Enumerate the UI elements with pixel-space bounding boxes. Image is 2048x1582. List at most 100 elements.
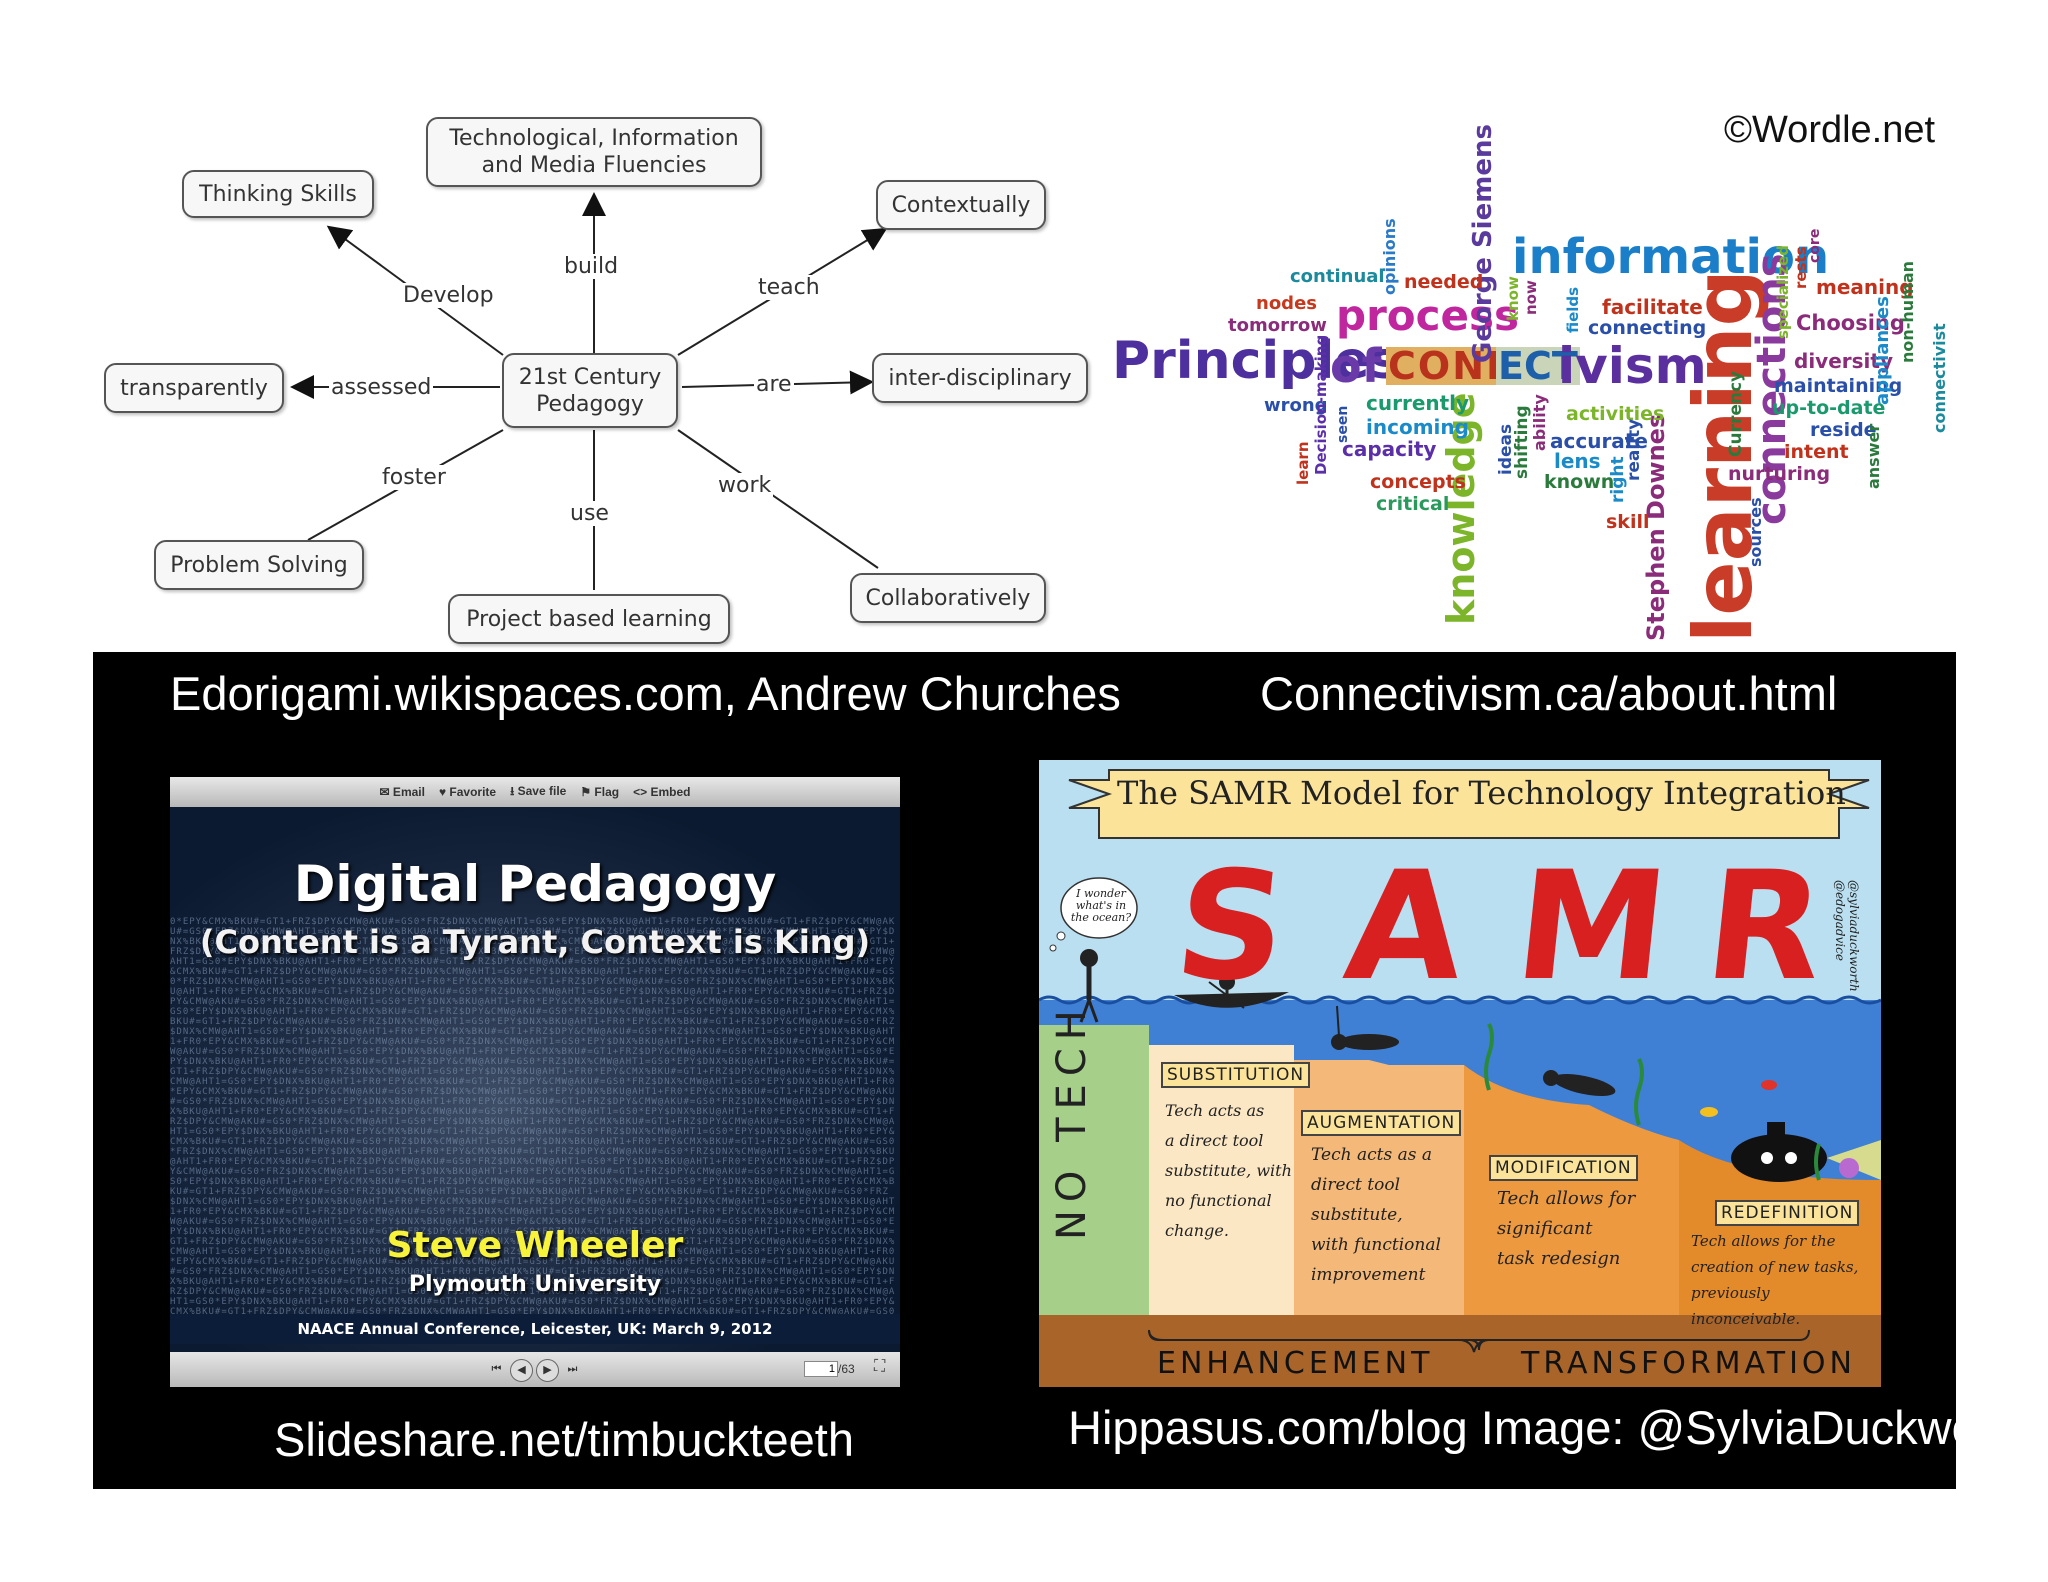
word-seen: seen bbox=[1335, 405, 1351, 443]
word-shifting: shifting bbox=[1512, 405, 1532, 479]
word-information: information bbox=[1512, 229, 1830, 285]
edge-label-develop: Develop bbox=[401, 283, 496, 308]
word-answer: answer bbox=[1864, 423, 1883, 489]
caption-bottom-right: Hippasus.com/blog Image: @SylviaDuckwort… bbox=[1068, 1401, 2033, 1454]
word-capacity: capacity bbox=[1342, 437, 1437, 461]
next-slide-icon[interactable]: ▶ bbox=[536, 1359, 559, 1382]
node-project-based-learning: Project based learning bbox=[448, 594, 730, 644]
no-tech-label: NO TECH bbox=[1049, 1002, 1095, 1240]
caption-bottom-left: Slideshare.net/timbuckteeth bbox=[274, 1413, 854, 1466]
samr-letter-m: M bbox=[1507, 840, 1676, 1014]
thought-bubble bbox=[1060, 877, 1138, 939]
edge-label-use: use bbox=[568, 501, 611, 526]
word-george-siemens: George Siemens bbox=[1468, 124, 1498, 363]
edge-label-work: work bbox=[716, 473, 774, 498]
word-ivism: ivism bbox=[1558, 337, 1707, 395]
word-currently: currently bbox=[1366, 391, 1470, 415]
ground-strip bbox=[1039, 1315, 1881, 1387]
word-opinions: opinions bbox=[1380, 218, 1399, 295]
augmentation-label: AUGMENTATION bbox=[1301, 1110, 1462, 1136]
fish-icon-2 bbox=[1700, 1107, 1718, 1117]
word-nurturing: nurturing bbox=[1728, 463, 1831, 485]
word-fields: fields bbox=[1564, 286, 1582, 333]
word-choosing: Choosing bbox=[1796, 311, 1905, 335]
word-specialized: specialized bbox=[1774, 245, 1792, 339]
toolbar-flag[interactable]: ⚑ Flag bbox=[580, 785, 620, 799]
prev-slide-icon[interactable]: ◀ bbox=[510, 1359, 533, 1382]
word-wrong: wrong bbox=[1264, 395, 1328, 416]
modification-label: MODIFICATION bbox=[1489, 1155, 1638, 1181]
person-on-shore bbox=[1080, 949, 1098, 967]
banner-ribbon bbox=[1068, 769, 1870, 839]
word-decision-making: Decision-making bbox=[1312, 334, 1330, 475]
caption-top-left: Edorigami.wikispaces.com, Andrew Churche… bbox=[170, 667, 1121, 720]
samr-scene bbox=[1039, 769, 1881, 1387]
no-tech-land bbox=[1039, 1025, 1149, 1325]
word-diversity: diversity bbox=[1794, 349, 1893, 373]
samr-letter-s: S bbox=[1167, 840, 1295, 1014]
word-learn: learn bbox=[1294, 441, 1312, 485]
word-continual: continual bbox=[1290, 266, 1385, 287]
word-of: of bbox=[1330, 339, 1382, 393]
word-ability: ability bbox=[1530, 394, 1549, 451]
snorkeler bbox=[1339, 1034, 1399, 1050]
slideshare-player: ✉ Email ♥ Favorite ⭳ Save file ⚑ Flag <>… bbox=[170, 777, 900, 1387]
word-process: process bbox=[1336, 291, 1520, 340]
word-know: know bbox=[1504, 276, 1522, 321]
word-known: known bbox=[1544, 471, 1615, 493]
toolbar-favorite[interactable]: ♥ Favorite bbox=[438, 785, 497, 799]
last-slide-icon[interactable]: ⏭ bbox=[567, 1363, 578, 1375]
augmentation-text: Tech acts as a direct tool substitute, w… bbox=[1311, 1145, 1441, 1285]
first-slide-icon[interactable]: ⏮ bbox=[491, 1363, 502, 1375]
author-handle: @sylviaduckworth @edogadvice bbox=[1833, 880, 1861, 992]
toolbar-embed[interactable]: <> Embed bbox=[633, 785, 691, 799]
fullscreen-icon[interactable]: ⛶ bbox=[874, 1358, 886, 1375]
slideshare-toolbar: ✉ Email ♥ Favorite ⭳ Save file ⚑ Flag <>… bbox=[170, 777, 900, 807]
samr-banner-title: The SAMR Model for Technology Integratio… bbox=[1117, 774, 1846, 812]
samr-letter-r: R bbox=[1697, 840, 1832, 1014]
word-accurate: accurate bbox=[1550, 429, 1648, 453]
node-collaboratively: Collaboratively bbox=[850, 573, 1046, 623]
samr-illustration: The SAMR Model for Technology Integratio… bbox=[1039, 760, 1881, 1387]
fish-icon bbox=[1761, 1080, 1777, 1090]
samr-letter-a: A bbox=[1337, 840, 1473, 1014]
word-activities: activities bbox=[1566, 403, 1665, 425]
modification-layer bbox=[1464, 1065, 1679, 1325]
toolbar-save-file[interactable]: ⭳ Save file bbox=[510, 783, 567, 798]
redefinition-text: Tech allows for the creation of new task… bbox=[1691, 1232, 1859, 1328]
node-problem-solving: Problem Solving bbox=[154, 540, 364, 590]
diver bbox=[1552, 1073, 1616, 1097]
slide-university: Plymouth University bbox=[408, 1272, 662, 1297]
wordle-cloud: ©Wordle.net Principles of CONN ECT ivism… bbox=[1104, 95, 1954, 655]
word-facilitate: facilitate bbox=[1602, 295, 1703, 319]
page-number-input[interactable] bbox=[804, 1361, 838, 1377]
slideshare-controls: ⏮ ◀ ▶ ⏭ /63 ⛶ bbox=[170, 1352, 900, 1387]
slide-conference: NAACE Annual Conference, Leicester, UK: … bbox=[170, 1314, 900, 1344]
edge-label-are: are bbox=[754, 372, 794, 397]
word-lens: lens bbox=[1554, 449, 1601, 473]
sea-surface bbox=[1039, 995, 1881, 1005]
edge-label-foster: foster bbox=[380, 465, 448, 490]
node-tech-fluencies: Technological, Information and Media Flu… bbox=[426, 117, 762, 187]
word-principles: Principles bbox=[1112, 331, 1401, 391]
word-intent: intent bbox=[1784, 441, 1849, 463]
modification-text: Tech allows for significant task redesig… bbox=[1497, 1188, 1636, 1269]
word-currency: Currency bbox=[1726, 370, 1746, 457]
submarine bbox=[1731, 1134, 1827, 1182]
slide-author: Steve Wheeler bbox=[386, 1225, 684, 1266]
node-contextually: Contextually bbox=[876, 180, 1046, 230]
edge-label-teach: teach bbox=[756, 275, 822, 300]
node-thinking-skills: Thinking Skills bbox=[182, 170, 374, 218]
word-non-human: non-human bbox=[1898, 260, 1917, 363]
enhancement-label: ENHANCEMENT bbox=[1157, 1346, 1434, 1381]
word-incoming: incoming bbox=[1366, 415, 1469, 439]
word-needed: needed bbox=[1404, 271, 1484, 293]
node-21st-century-pedagogy: 21st Century Pedagogy bbox=[502, 353, 678, 428]
word-nodes: nodes bbox=[1256, 293, 1317, 314]
word-up-to-date: up-to-date bbox=[1772, 397, 1886, 419]
word-reside: reside bbox=[1810, 419, 1877, 441]
toolbar-email[interactable]: ✉ Email bbox=[379, 785, 425, 799]
substitution-text: Tech acts as a direct tool substitute, w… bbox=[1165, 1101, 1292, 1240]
word-appliances: appliances bbox=[1872, 296, 1893, 405]
slide-title: Digital Pedagogy bbox=[293, 855, 777, 913]
